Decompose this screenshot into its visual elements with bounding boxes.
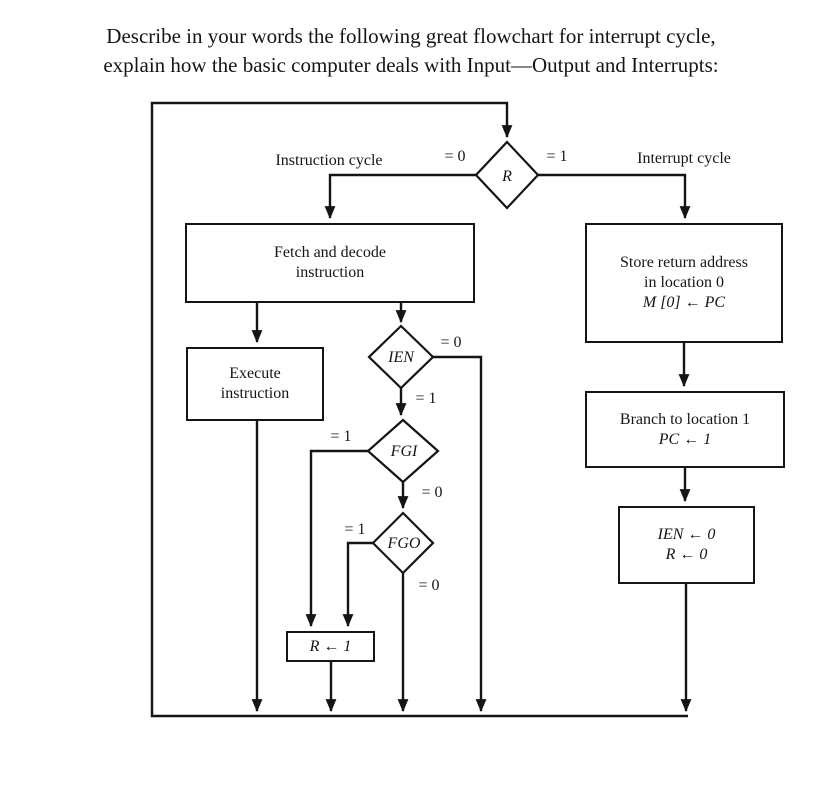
edge-fgi-one-to-setr [305,449,368,628]
execute-box: Execute instruction [186,347,324,421]
branch-box: Branch to location 1 PC ← 1 [585,391,785,468]
ien-zero-label: = 0 [440,334,462,351]
ien-one-label: = 1 [415,390,437,407]
store-line-3: M [0] ← PC [642,294,726,311]
fgi-one-label: = 1 [330,428,352,445]
edge-loop-to-r [150,101,688,718]
decision-fgi-diamond [366,418,440,484]
r-one-label: = 1 [546,148,568,165]
set-r-box: R ← 1 [286,631,375,662]
fgo-zero-label: = 0 [418,577,440,594]
disable-interrupt-box: IEN ← 0 R ← 0 [618,506,755,584]
fetch-decode-line-1: Fetch and decode [274,244,386,261]
store-line-2: in location 0 [644,274,724,291]
decision-fgo-label: FGO [387,535,421,552]
decision-r-label: R [502,168,512,185]
decision-ien-diamond [367,324,435,390]
disable-line-1: IEN ← 0 [657,526,716,543]
branch-line-2: PC ← 1 [658,430,712,448]
question-line-2: explain how the basic computer deals wit… [103,53,719,77]
store-line-1: Store return address [620,254,748,271]
decision-ien-label: IEN [388,349,414,366]
execute-line-2: instruction [220,385,290,402]
disable-line-2: R ← 0 [665,546,708,563]
interrupt-cycle-label: Interrupt cycle [637,150,731,167]
decision-r-diamond [474,140,540,210]
store-return-box: Store return address in location 0 M [0]… [585,223,783,343]
fetch-decode-line-2: instruction [295,264,365,281]
decision-fgi-label: FGI [390,443,418,460]
question-text: Describe in your words the following gre… [0,22,822,80]
edge-ien-zero-to-bottom [433,355,487,713]
r-zero-label: = 0 [444,148,466,165]
question-line-1: Describe in your words the following gre… [106,24,716,48]
execute-line-1: Execute [229,365,281,382]
instruction-cycle-label: Instruction cycle [275,152,383,169]
edge-r-to-fetch [324,173,476,220]
branch-line-1: Branch to location 1 [619,410,751,428]
fetch-decode-box: Fetch and decode instruction [185,223,475,303]
edge-r-to-store [538,173,691,220]
decision-fgo-diamond [371,511,435,575]
fgo-one-label: = 1 [344,521,366,538]
set-r-line: R ← 1 [309,637,352,655]
fgi-zero-label: = 0 [421,484,443,501]
edge-fgo-one-to-setr [342,541,373,628]
